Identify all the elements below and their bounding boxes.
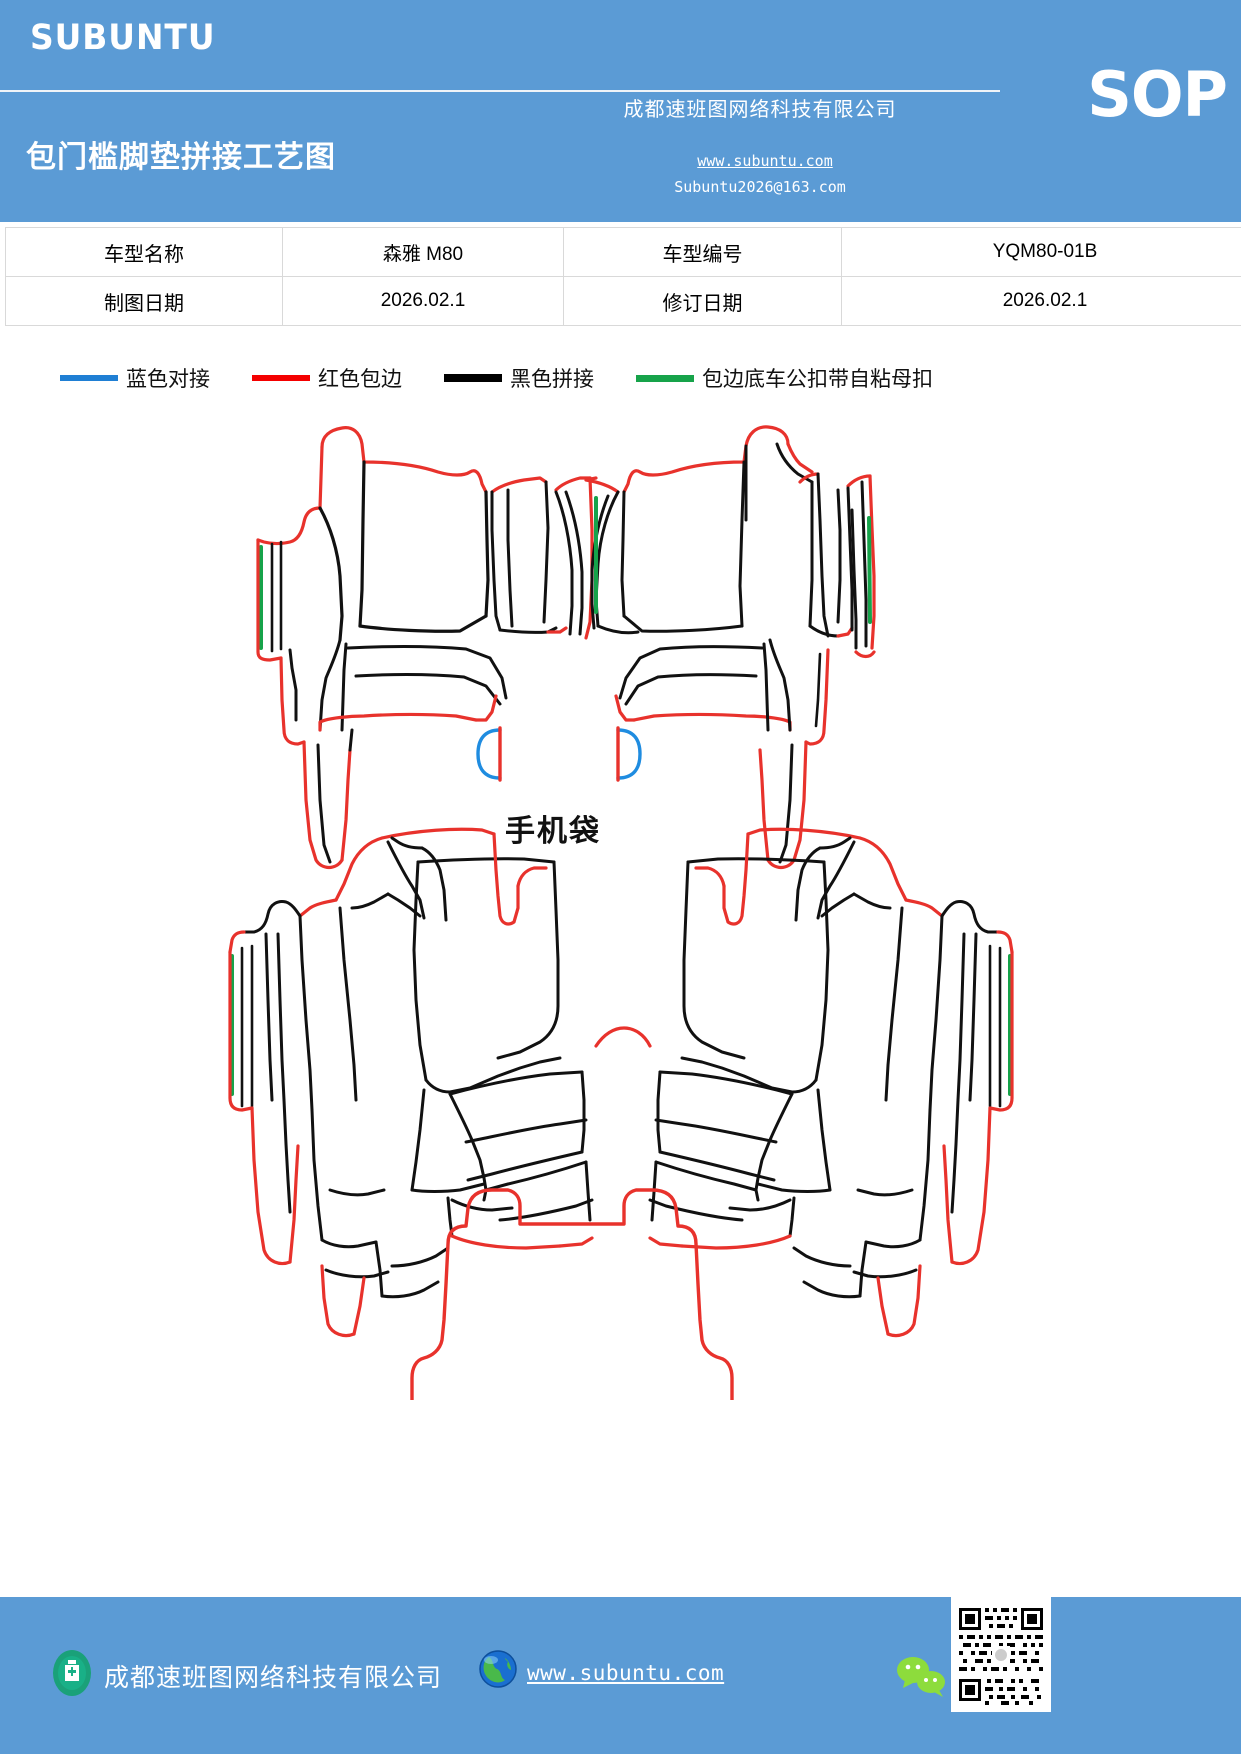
rear-left-mat — [228, 827, 594, 1338]
label-model-code: 车型编号 — [563, 227, 842, 277]
qr-code[interactable] — [951, 1597, 1051, 1712]
table-row: 制图日期 2026.02.1 修订日期 2026.02.1 — [5, 276, 1241, 326]
footer-website[interactable]: www.subuntu.com — [475, 1647, 724, 1698]
header-email[interactable]: Subuntu2026@163.com — [674, 178, 846, 196]
phone-pocket-label: 手机袋 — [505, 815, 601, 848]
label-draw-date: 制图日期 — [5, 276, 283, 326]
front-left-mat — [256, 426, 594, 870]
page-title: 包门槛脚垫拼接工艺图 — [26, 141, 336, 174]
page-header: SUBUNTU 包门槛脚垫拼接工艺图 成都速班图网络科技有限公司 SOP www… — [0, 0, 1241, 222]
rear-right-mat — [594, 827, 1014, 1338]
legend-label-red: 红色包边 — [318, 367, 402, 391]
value-revision-date: 2026.02.1 — [841, 276, 1241, 326]
vehicle-info-table: 车型名称 森雅 M80 车型编号 YQM80-01B 制图日期 2026.02.… — [5, 227, 1241, 326]
page-footer: 成都速班图网络科技有限公司 www.subuntu.com — [0, 1597, 1241, 1754]
legend-item-blue: 蓝色对接 — [60, 363, 210, 393]
label-revision-date: 修订日期 — [563, 276, 842, 326]
line-swatch-green-icon — [636, 374, 694, 382]
wechat-icon[interactable] — [893, 1654, 949, 1703]
phone-pocket-marker — [476, 726, 642, 782]
footer-company: 成都速班图网络科技有限公司 — [52, 1649, 442, 1702]
sop-badge: SOP — [1087, 58, 1228, 131]
brand-logo: SUBUNTU — [30, 18, 216, 58]
trunk-mat — [410, 1188, 734, 1400]
value-draw-date: 2026.02.1 — [282, 276, 564, 326]
pattern-drawing-area — [0, 400, 1241, 1400]
header-divider — [0, 90, 1000, 92]
footer-website-text[interactable]: www.subuntu.com — [527, 1660, 725, 1685]
header-company-name: 成都速班图网络科技有限公司 — [623, 99, 897, 121]
line-swatch-black-icon — [444, 374, 502, 382]
label-model-name: 车型名称 — [5, 227, 283, 277]
building-icon — [52, 1649, 92, 1702]
legend: 蓝色对接 红色包边 黑色拼接 包边底车公扣带自粘母扣 — [60, 360, 1060, 396]
front-right-mat — [584, 425, 876, 870]
value-model-code: YQM80-01B — [841, 227, 1241, 277]
line-swatch-red-icon — [252, 375, 310, 381]
footer-company-name: 成都速班图网络科技有限公司 — [104, 1664, 443, 1692]
header-website-link[interactable]: www.subuntu.com — [697, 152, 833, 170]
legend-item-black: 黑色拼接 — [444, 363, 594, 393]
line-swatch-blue-icon — [60, 375, 118, 381]
table-row: 车型名称 森雅 M80 车型编号 YQM80-01B — [5, 227, 1241, 277]
legend-label-blue: 蓝色对接 — [126, 367, 210, 391]
value-model-name: 森雅 M80 — [282, 227, 564, 277]
legend-item-red: 红色包边 — [252, 363, 402, 393]
legend-label-black: 黑色拼接 — [510, 367, 594, 391]
legend-label-green: 包边底车公扣带自粘母扣 — [702, 367, 933, 391]
legend-item-green: 包边底车公扣带自粘母扣 — [636, 363, 933, 393]
globe-icon — [475, 1647, 521, 1698]
